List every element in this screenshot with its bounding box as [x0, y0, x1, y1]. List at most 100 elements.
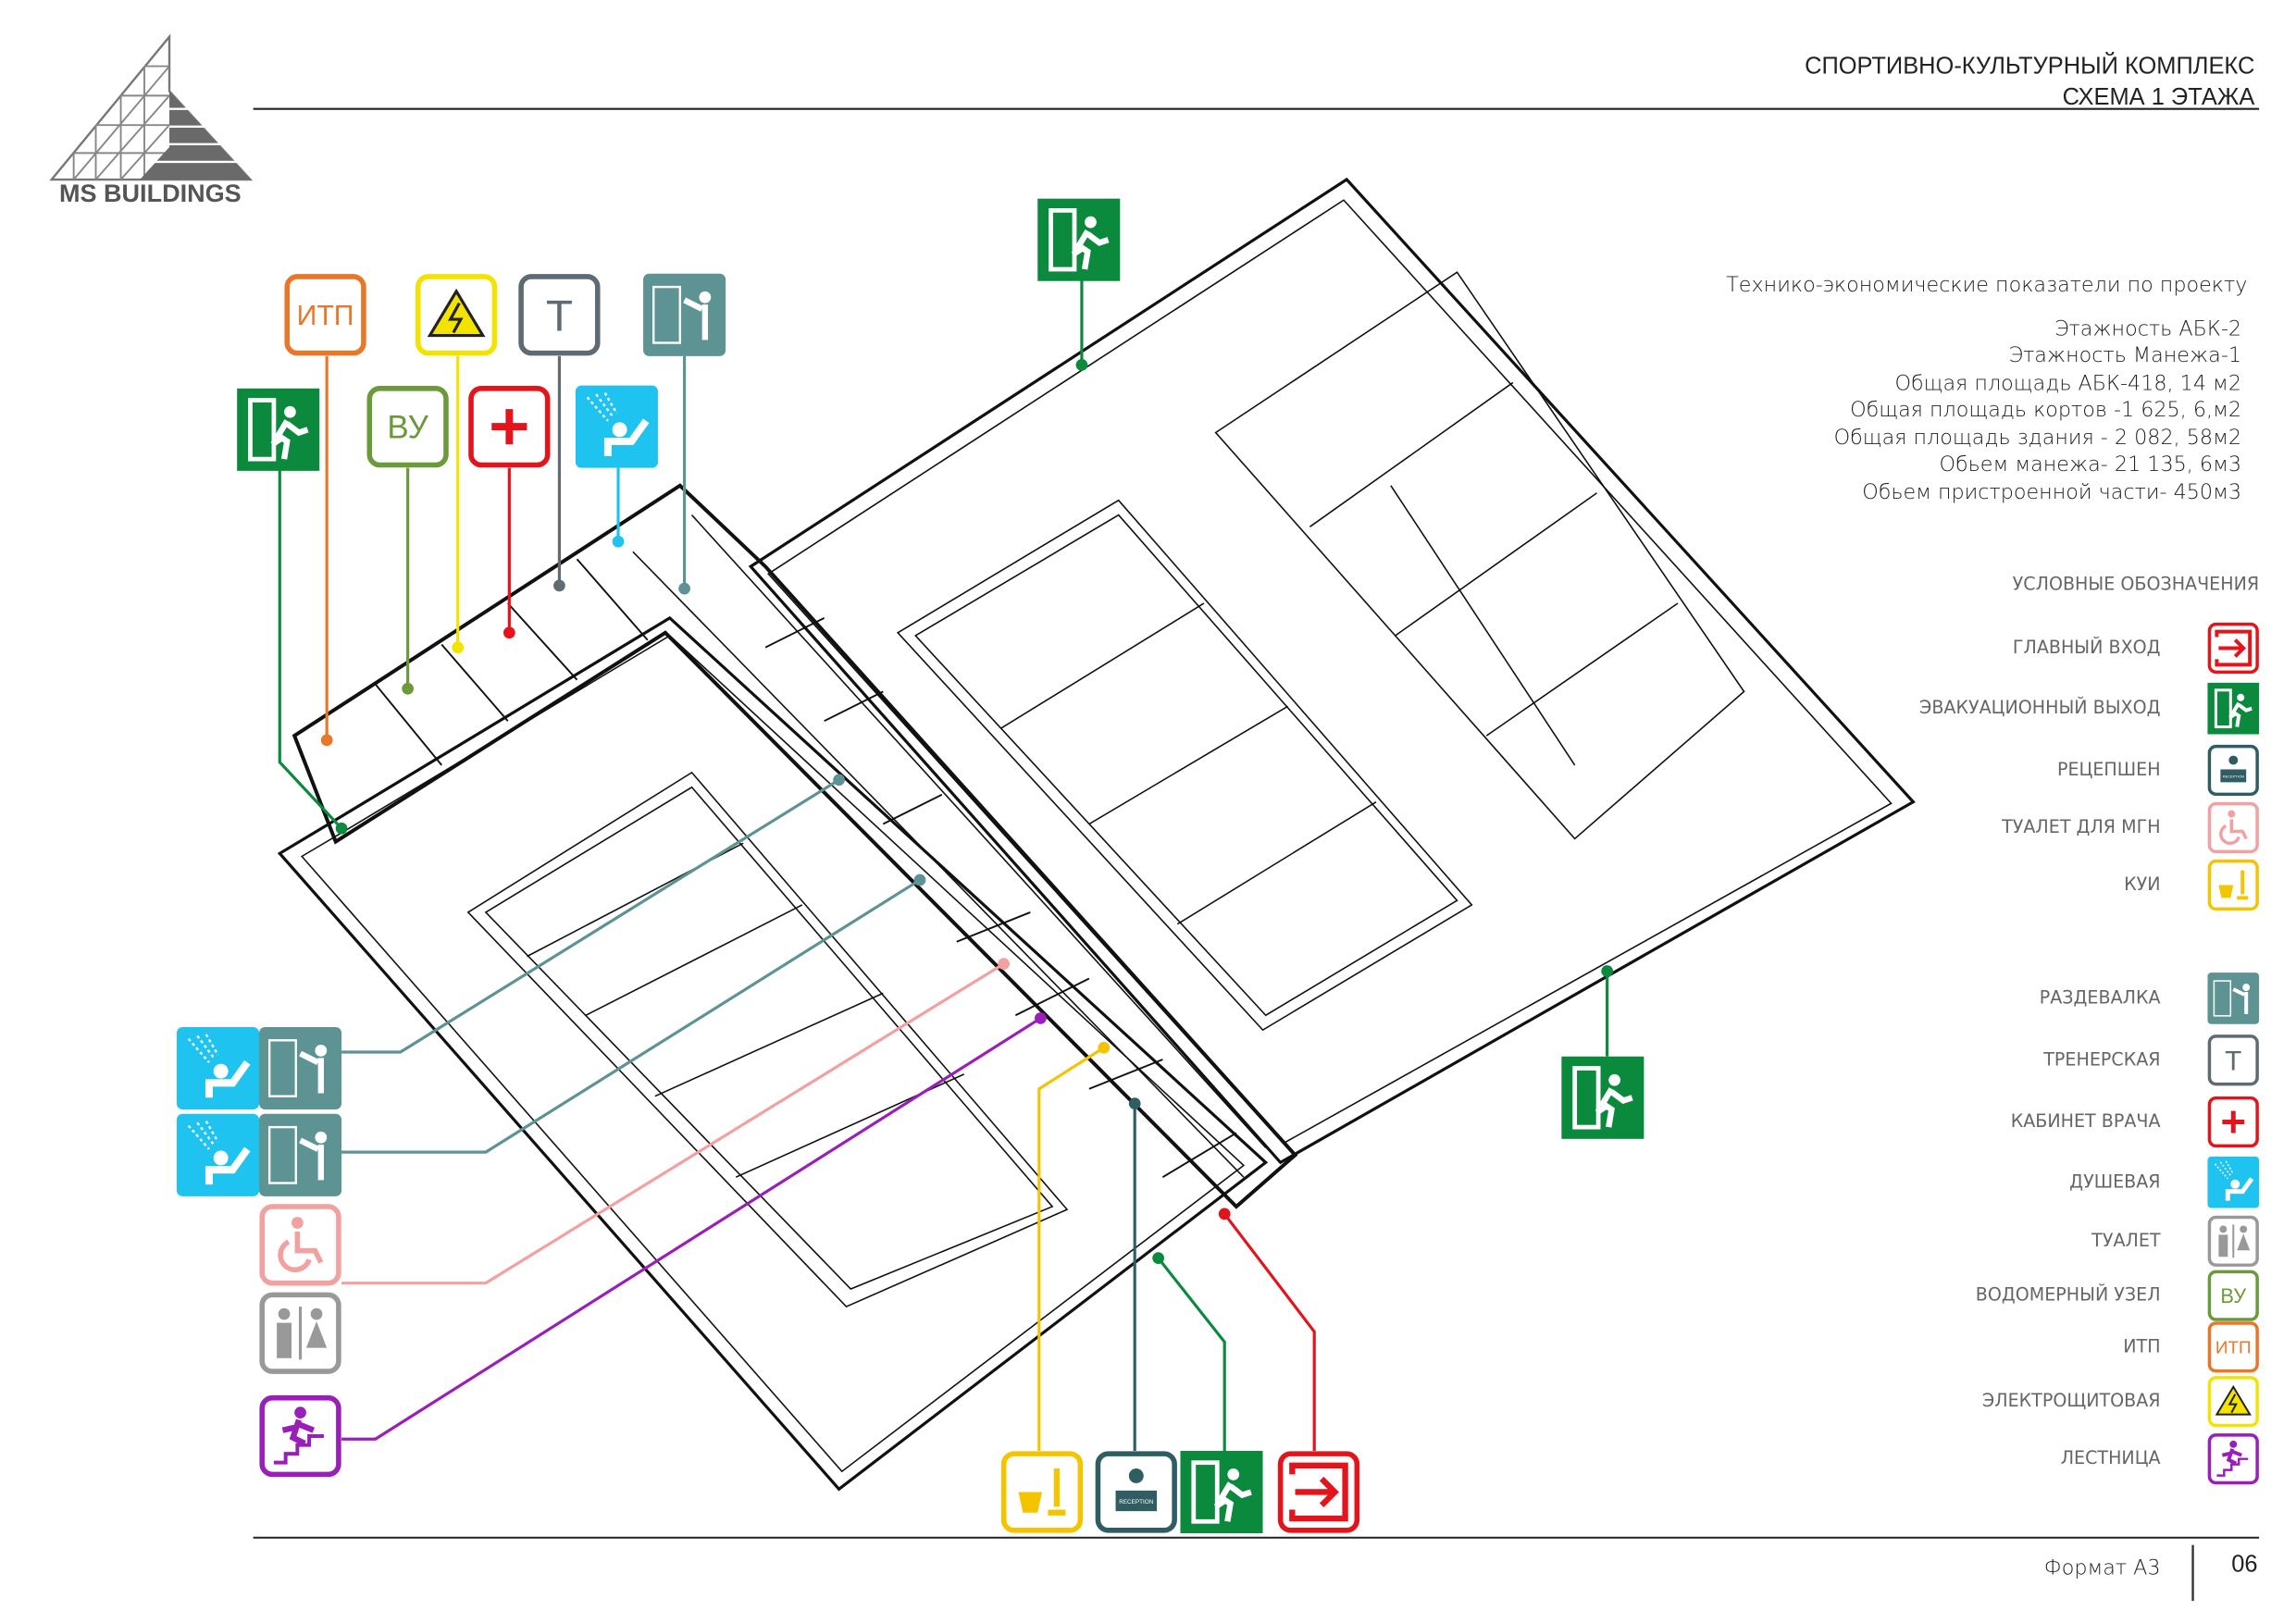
legend-item: РАЗДЕВАЛКА: [2040, 973, 2260, 1024]
legend-item: КУИ: [2124, 859, 2259, 911]
leader-dot: [452, 641, 465, 654]
leader-dot: [402, 682, 414, 695]
indicator-line: Обьем пристроенной части- 450м3: [1862, 480, 2241, 504]
leader-dot: [1098, 1041, 1111, 1054]
legend-label: ТУАЛЕТ: [2091, 1231, 2161, 1251]
page-number: 06: [2231, 1551, 2257, 1577]
stairs-icon: [2207, 1433, 2259, 1485]
legend-item: ТУАЛЕТ: [2091, 1215, 2259, 1267]
leader-dot: [612, 535, 625, 548]
indicator-line: Этажность АБК-2: [2054, 317, 2241, 341]
plan-icons: ИТП Т ВУ RECEPTION: [176, 198, 1644, 1533]
legend-label: ГЛАВНЫЙ ВХОД: [2013, 637, 2161, 658]
legend-item: ЛЕСТНИЦА: [2061, 1433, 2259, 1485]
electric-hazard-icon: [2207, 1376, 2259, 1428]
legend-label: РАЗДЕВАЛКА: [2040, 988, 2161, 1009]
legend-label: КАБИНЕТ ВРАЧА: [2011, 1111, 2161, 1132]
leader-dot: [320, 734, 333, 747]
reception-icon: RECEPTION: [2207, 744, 2259, 797]
leader-dot: [553, 579, 565, 592]
format-label: Формат А3: [2044, 1556, 2161, 1580]
leader-dot: [1601, 965, 1614, 977]
indicators-title: Технико-экономические показатели по прое…: [1726, 273, 2247, 297]
legend-item: ТУАЛЕТ ДЛЯ МГН: [2001, 801, 2259, 854]
indicator-line: Общая площадь кортов -1 625, 6,м2: [1850, 398, 2241, 422]
court: [896, 499, 1473, 1032]
legend-label: ЭВАКУАЦИОННЫЙ ВЫХОД: [1919, 697, 2161, 718]
evacuation-exit-icon: [2207, 682, 2260, 735]
leader-dot: [1035, 1012, 1047, 1024]
leader-dot: [1075, 359, 1088, 371]
logo-text: MS BUILDINGS: [59, 180, 242, 207]
svg-text:ВУ: ВУ: [387, 410, 428, 446]
leader-line: [341, 878, 921, 1154]
evacuation-exit-icon: [237, 388, 320, 471]
leader-line: [278, 469, 343, 830]
svg-text:ВУ: ВУ: [2220, 1284, 2246, 1307]
indicators-block: Технико-экономические показатели по прое…: [1726, 273, 2247, 504]
trainer-room-icon: Т: [518, 274, 601, 356]
leader-dot: [335, 822, 348, 835]
stairs-icon: [259, 1394, 341, 1478]
building-plan: [277, 177, 1916, 1492]
legend-item: КАБИНЕТ ВРАЧА: [2011, 1096, 2259, 1148]
toilet-icon: [2207, 1215, 2259, 1267]
leader-dot: [503, 626, 515, 639]
header-subtitle: СХЕМА 1 ЭТАЖА: [2063, 84, 2255, 110]
medical-cross-icon: [468, 386, 551, 468]
leader-dot: [1128, 1097, 1141, 1110]
court: [466, 771, 1069, 1308]
shower-icon: [2207, 1156, 2260, 1208]
shower-icon: [176, 1026, 260, 1110]
leader-dot: [833, 774, 845, 787]
evacuation-exit-icon: [1561, 1056, 1644, 1139]
svg-text:RECEPTION: RECEPTION: [1119, 1499, 1154, 1505]
leader-dot: [998, 958, 1011, 970]
legend-label: ТРЕНЕРСКАЯ: [2042, 1049, 2160, 1070]
legend-label: РЕЦЕПШЕН: [2057, 760, 2161, 780]
indicator-line: Общая площадь АБК-418, 14 м2: [1895, 371, 2241, 395]
legend-item: РЕЦЕПШЕН RECEPTION: [2057, 744, 2259, 797]
shower-icon: [575, 385, 658, 468]
reception-icon: RECEPTION: [1095, 1451, 1177, 1533]
leader-dot: [1152, 1252, 1164, 1264]
medical-cross-icon: [2207, 1096, 2259, 1148]
wheelchair-icon: [2207, 801, 2259, 854]
svg-text:RECEPTION: RECEPTION: [2223, 774, 2244, 778]
cloakroom-icon: [259, 1026, 342, 1110]
legend-label: ТУАЛЕТ ДЛЯ МГН: [2001, 817, 2160, 837]
main-entrance-icon: [2207, 622, 2259, 675]
legend-label: ДУШЕВАЯ: [2069, 1171, 2160, 1192]
legend-label: ИТП: [2123, 1336, 2160, 1357]
indicator-line: Обьем манежа- 21 135, 6м3: [1940, 452, 2241, 477]
legend-item: ДУШЕВАЯ: [2069, 1156, 2260, 1208]
leader-line: [341, 1017, 1042, 1441]
main-entrance-icon: [1277, 1451, 1360, 1533]
legend: УСЛОВНЫЕ ОБОЗНАЧЕНИЯ ГЛАВНЫЙ ВХОД ЭВАКУАЦ…: [1919, 575, 2260, 1485]
legend-item: ЭЛЕКТРОЩИТОВАЯ: [1982, 1376, 2259, 1428]
heat-point-icon: ИТП: [284, 274, 366, 356]
leader-line: [1037, 1046, 1105, 1451]
legend-title: УСЛОВНЫЕ ОБОЗНАЧЕНИЯ: [2013, 575, 2259, 595]
shower-icon: [176, 1113, 260, 1196]
toilet-icon: [259, 1292, 341, 1374]
cloakroom-icon: [643, 273, 726, 356]
water-meter-icon: ВУ: [2207, 1270, 2259, 1321]
legend-item: ГЛАВНЫЙ ВХОД: [2013, 622, 2259, 675]
svg-text:ИТП: ИТП: [297, 301, 354, 331]
leader-dot: [913, 873, 926, 886]
cloakroom-icon: [2207, 973, 2260, 1024]
cloakroom-icon: [259, 1113, 342, 1196]
legend-label: ЭЛЕКТРОЩИТОВАЯ: [1982, 1391, 2161, 1411]
ms-buildings-logo: MS BUILDINGS: [49, 33, 254, 207]
svg-text:Т: Т: [2225, 1046, 2241, 1076]
evacuation-exit-icon: [1180, 1450, 1263, 1533]
cleaning-icon: [1000, 1451, 1084, 1533]
legend-label: КУИ: [2124, 874, 2160, 895]
indicator-line: Общая площадь здания - 2 082, 58м2: [1834, 426, 2241, 450]
leader-dot: [678, 582, 690, 595]
leader-line: [341, 962, 1005, 1285]
court: [1214, 271, 1745, 840]
